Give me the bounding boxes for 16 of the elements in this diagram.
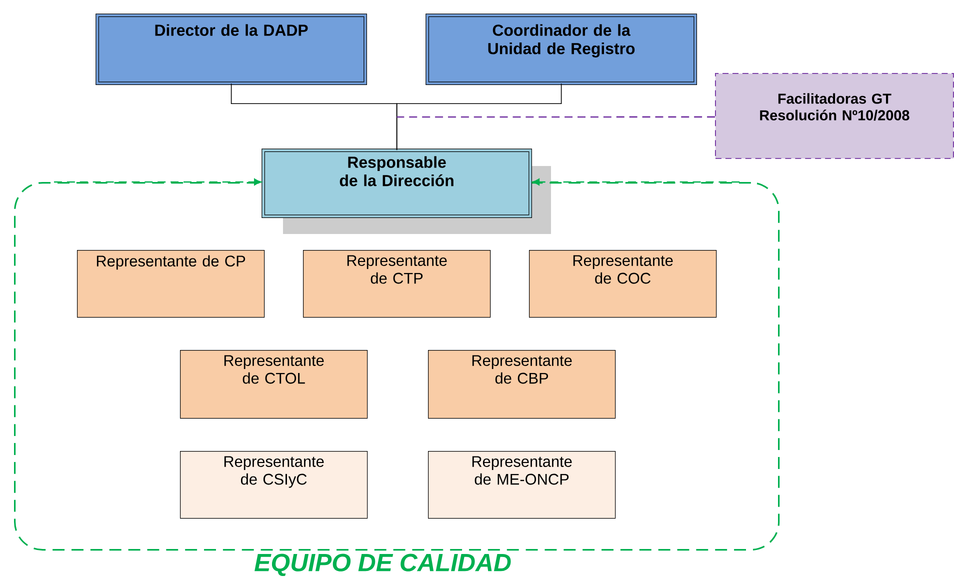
representative-box: Representante de CTP bbox=[303, 250, 491, 318]
top-box: Director de la DADP bbox=[96, 14, 367, 85]
representative-box: Representante de CSIyC bbox=[180, 451, 368, 519]
representative-box: Representante de ME-ONCP bbox=[428, 451, 616, 519]
node-label: EQUIPO DE CALIDAD bbox=[254, 554, 511, 576]
connector bbox=[54, 178, 262, 186]
representative-box: Representante de CBP bbox=[428, 350, 616, 419]
representative-box: Representante de CTOL bbox=[180, 350, 368, 419]
connector bbox=[396, 83, 562, 150]
representative-box: Representante de CP bbox=[77, 250, 265, 318]
note-box: Facilitadoras GT Resolución Nº10/2008 bbox=[715, 73, 954, 159]
connector bbox=[532, 178, 740, 186]
lead-box: Responsable de la Dirección bbox=[262, 148, 532, 218]
connector bbox=[396, 116, 715, 118]
representative-box: Representante de COC bbox=[529, 250, 717, 318]
top-box: Coordinador de la Unidad de Registro bbox=[426, 14, 697, 85]
